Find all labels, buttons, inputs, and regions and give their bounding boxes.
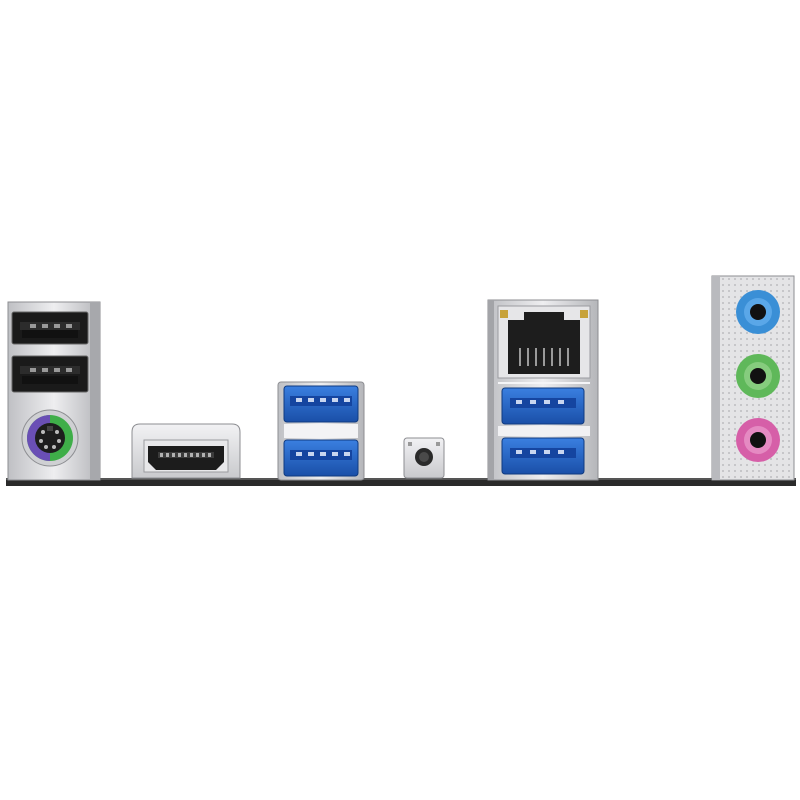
audio-jack-blue[interactable] [736,290,780,334]
audio-jack-green[interactable] [736,354,780,398]
usb2-port-top[interactable] [11,311,89,345]
lan-usb3-stack [487,299,599,481]
ps2-combo-port[interactable] [21,409,79,467]
usb3-port-lan-bottom[interactable] [501,437,585,475]
hdmi-port[interactable] [131,423,241,479]
usb3-stack-middle [277,381,365,481]
usb3-port-stack-top[interactable] [283,385,359,423]
board-edge-highlight [6,478,796,480]
audio-jack-stack [711,275,795,481]
board-edge [6,478,796,486]
usb2-port-bottom[interactable] [11,355,89,393]
usb3-port-lan-top[interactable] [501,387,585,425]
usb3-port-stack-bottom[interactable] [283,439,359,477]
audio-jack-pink[interactable] [736,418,780,462]
rj45-port[interactable] [497,305,591,379]
usb2-ps2-stack [7,301,101,481]
bios-button[interactable] [403,437,445,479]
